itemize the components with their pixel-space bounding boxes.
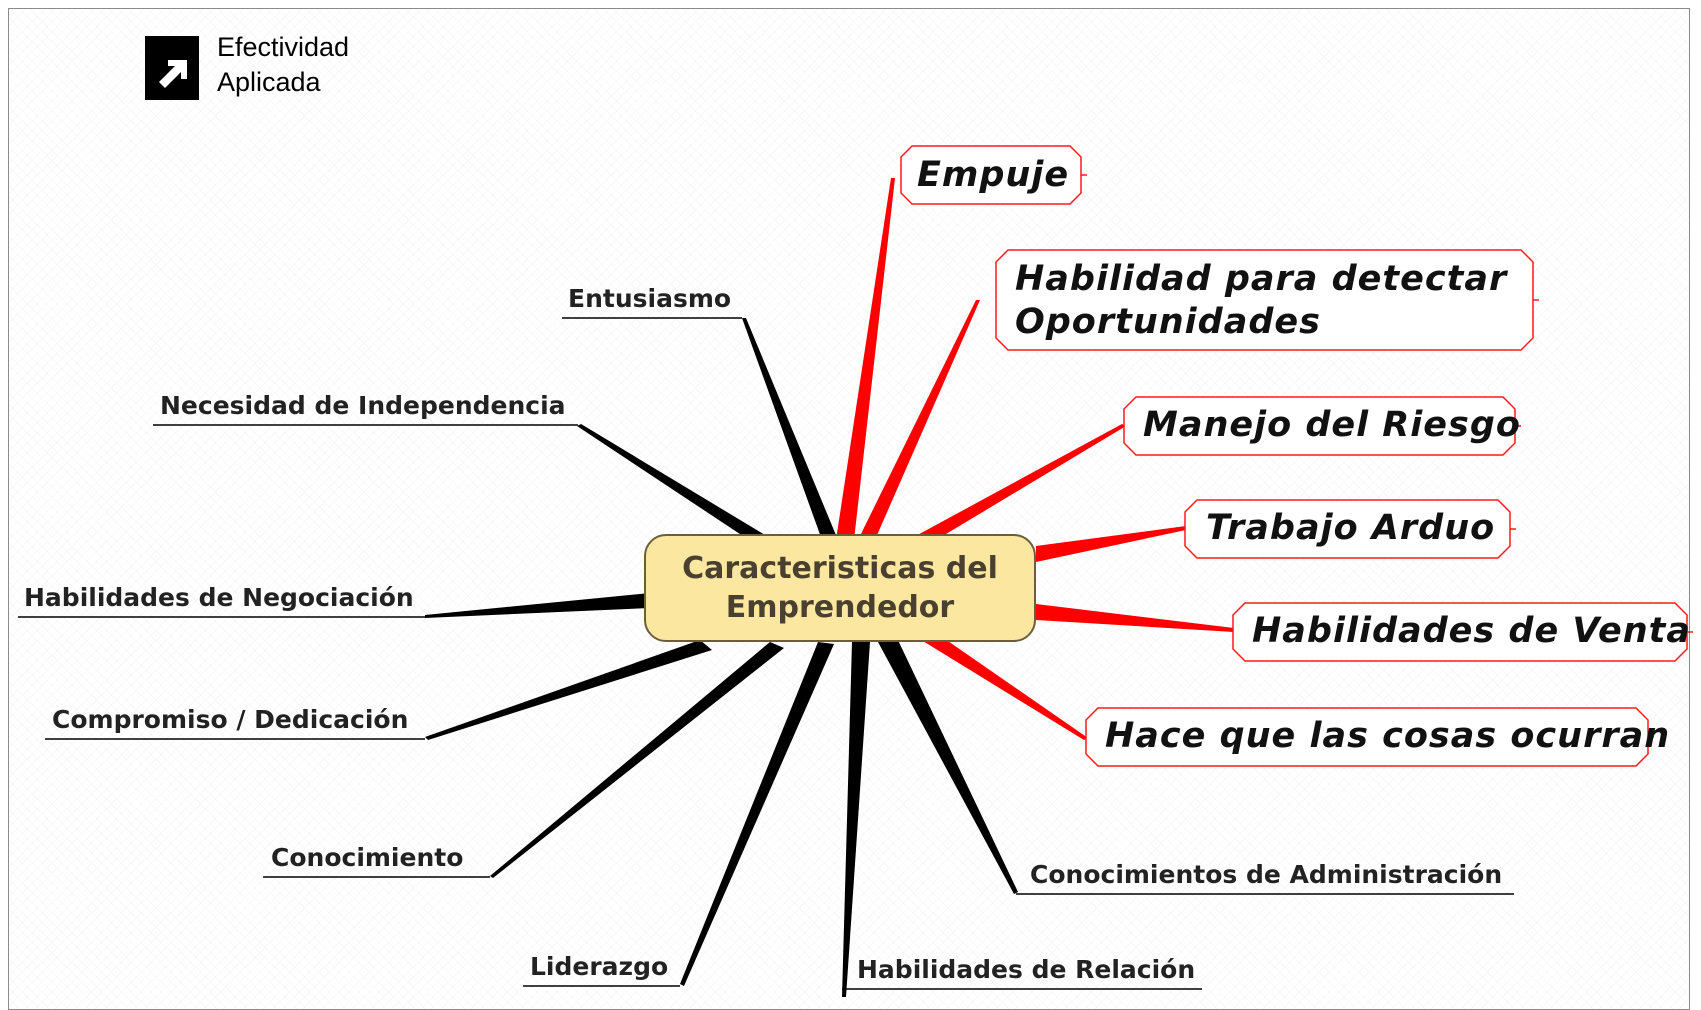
branch-relacion [842,642,870,997]
topic-necesidad-independencia[interactable]: Necesidad de Independencia [160,391,566,420]
box-detectar [995,249,1534,351]
topic-habilidades-relacion[interactable]: Habilidades de Relación [857,955,1196,984]
branch-empuje [836,178,895,540]
box-riesgo [1123,396,1516,456]
red-boxes [900,145,1688,767]
arrow-logo-icon [145,36,199,100]
branch-conocimiento [490,642,784,878]
red-box-stubs [1081,174,1693,738]
branch-venta [1036,604,1234,632]
topic-habilidad-detectar-line-2: Oportunidades [1015,302,1321,342]
branch-negociacion [425,593,650,618]
box-venta [1232,602,1688,662]
branch-liderazgo [680,642,834,986]
logo-line-2: Aplicada [217,67,321,97]
box-arduo [1184,499,1511,559]
topic-empuje-text: Empuje [917,155,1070,195]
branch-entusiasmo [742,318,838,540]
topic-hace-que-ocurran[interactable]: Hace que las cosas ocurran [1105,715,1670,758]
topic-habilidades-negociacion[interactable]: Habilidades de Negociación [24,583,414,612]
branch-riesgo [912,424,1126,546]
topic-empuje[interactable]: Empuje [917,154,1069,197]
topic-trabajo-arduo-text: Trabajo Arduo [1206,508,1496,548]
logo: Efectividad Aplicada [145,30,385,110]
box-ocurran [1085,707,1649,767]
topic-hace-que-ocurran-text: Hace que las cosas ocurran [1105,716,1671,756]
red-branches [836,178,1234,740]
box-empuje [900,145,1082,205]
topic-conocimientos-administracion[interactable]: Conocimientos de Administración [1030,860,1503,889]
branch-arduo [1036,526,1186,562]
branch-independencia [577,424,770,546]
branch-compromiso [425,640,712,740]
black-branches [425,318,1018,997]
topic-habilidad-detectar[interactable]: Habilidad para detectar Oportunidades [1015,258,1507,344]
topic-habilidades-venta[interactable]: Habilidades de Venta [1252,610,1691,653]
central-topic-line-2: Emprendedor [725,590,955,625]
branch-ocurran [918,630,1088,740]
black-underlines [18,317,1514,990]
topic-habilidad-detectar-line-1: Habilidad para detectar [1015,259,1508,299]
topic-manejo-riesgo-text: Manejo del Riesgo [1143,405,1521,445]
central-topic-line-1: Caracteristicas del [682,551,998,586]
logo-text: Efectividad Aplicada [217,30,349,100]
logo-line-1: Efectividad [217,32,350,62]
topic-trabajo-arduo[interactable]: Trabajo Arduo [1206,507,1495,550]
topic-compromiso-dedicacion[interactable]: Compromiso / Dedicación [52,705,409,734]
branch-detectar [858,300,980,542]
topic-manejo-riesgo[interactable]: Manejo del Riesgo [1143,404,1521,447]
topic-habilidades-venta-text: Habilidades de Venta [1252,611,1691,651]
topic-conocimiento[interactable]: Conocimiento [271,843,464,872]
branch-administracion [878,636,1018,894]
topic-entusiasmo[interactable]: Entusiasmo [568,284,732,313]
central-topic[interactable]: Caracteristicas del Emprendedor [644,534,1036,642]
topic-liderazgo[interactable]: Liderazgo [530,952,669,981]
